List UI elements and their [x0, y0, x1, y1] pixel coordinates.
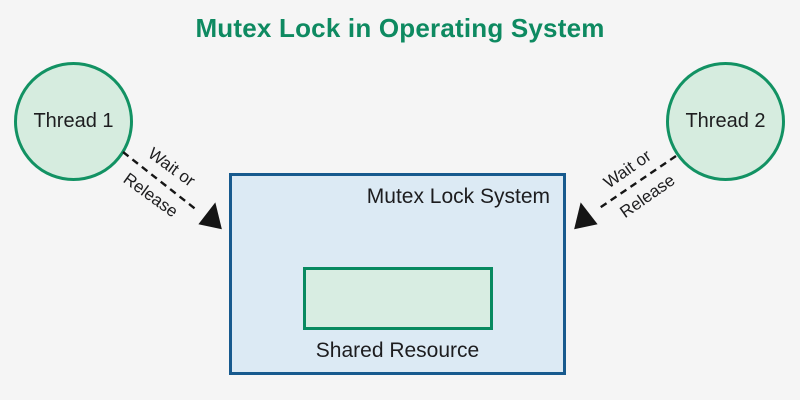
- diagram-title: Mutex Lock in Operating System: [195, 13, 605, 43]
- right-arrow-label-release: Release: [616, 170, 678, 221]
- left-dashed-line: [122, 151, 199, 212]
- right-arrow-label-wait: Wait or: [600, 146, 655, 192]
- shared-resource-box: [302, 267, 493, 330]
- shared-resource-label: Shared Resource: [315, 339, 480, 362]
- mutex-lock-system-box: Mutex Lock System Shared Resource: [229, 173, 566, 375]
- left-arrow-label-wait: Wait or: [144, 144, 198, 191]
- thread-2-label: Thread 2: [685, 110, 766, 132]
- mutex-lock-system-label: Mutex Lock System: [366, 185, 550, 208]
- thread-1-node: Thread 1: [14, 62, 133, 181]
- right-arrowhead-icon: [574, 202, 598, 230]
- thread-2-node: Thread 2: [666, 62, 785, 181]
- right-dashed-line: [597, 155, 677, 210]
- left-arrow-label-release: Release: [120, 169, 182, 221]
- thread-1-label: Thread 1: [33, 110, 114, 132]
- left-arrowhead-icon: [198, 202, 222, 230]
